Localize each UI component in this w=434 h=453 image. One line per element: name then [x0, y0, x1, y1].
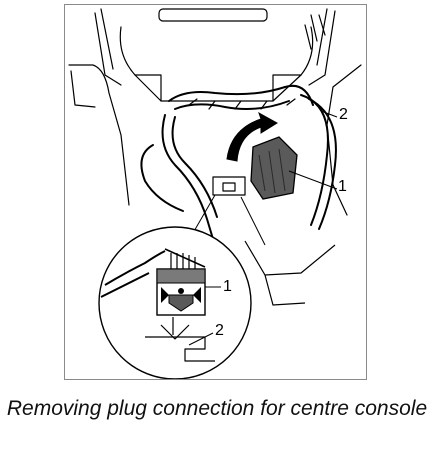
callout-detail-plug: 1: [223, 278, 232, 295]
leader-line-main-harness: [320, 110, 338, 118]
callout-main-harness: 2: [339, 106, 348, 123]
right-dash-panel: [308, 10, 336, 86]
console-opening-corners: [134, 74, 302, 102]
connector-holder: [212, 176, 246, 196]
detail-view: [98, 194, 266, 379]
harness-left-inner: [171, 116, 218, 218]
left-seat-edge: [70, 70, 96, 108]
centre-console-illustration: [68, 8, 362, 379]
harness-top-inner: [174, 100, 290, 110]
dashboard-vent: [158, 8, 268, 22]
harness-left: [161, 114, 214, 240]
harness-top: [168, 84, 314, 106]
left-dash-inner-edge: [100, 8, 114, 70]
harness-ties: [188, 98, 296, 110]
lower-console-base: [264, 274, 306, 306]
callout-detail-holder: 2: [215, 322, 224, 339]
leader-line-main-plug: [288, 170, 338, 190]
main-plug: [250, 136, 298, 200]
lower-console-edge: [244, 240, 336, 276]
harness-loop: [140, 144, 184, 212]
left-console-side: [68, 64, 130, 206]
console-opening-outline: [119, 26, 314, 102]
right-dash-inner-edge: [316, 8, 328, 66]
holder-clip: [222, 182, 236, 192]
right-dash-slots: [304, 14, 326, 50]
figure-caption: Removing plug connection for centre cons…: [6, 397, 428, 420]
harness-right-2: [300, 94, 329, 226]
callout-main-plug: 1: [338, 178, 347, 195]
illustration-frame: 1 2 1 2: [64, 4, 367, 380]
harness-right-2-outer: [308, 98, 337, 230]
removal-arrow: [226, 111, 278, 162]
left-dash-panel: [94, 12, 122, 86]
